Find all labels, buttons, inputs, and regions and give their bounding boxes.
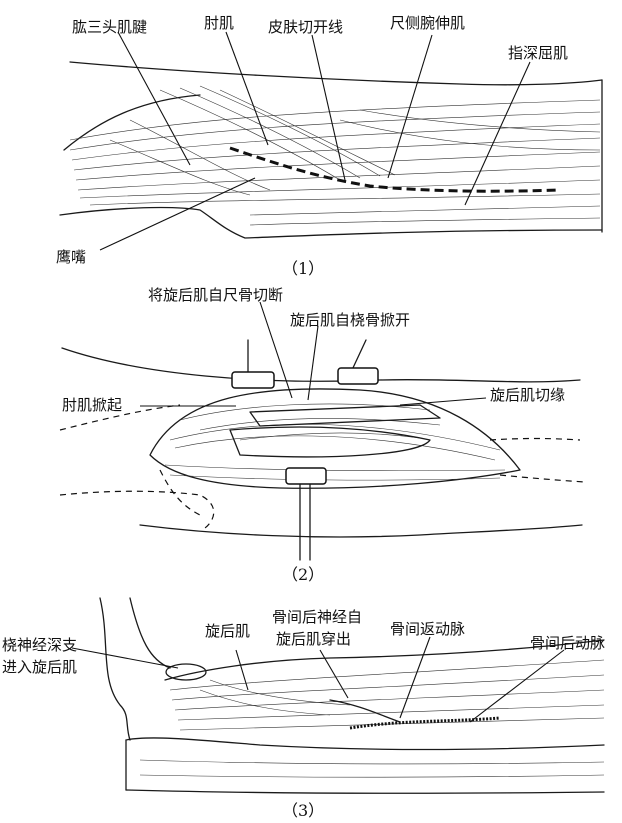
caption-panel-3: （3）	[282, 801, 324, 820]
retractor-right	[337, 339, 379, 385]
retractor-left	[231, 339, 275, 389]
label-supinator-cut-edge: 旋后肌切缘	[490, 386, 565, 404]
deep-structures	[164, 403, 506, 481]
label-anconeus: 肘肌	[204, 14, 234, 32]
label-supinator-cut-ulna: 将旋后肌自尺骨切断	[148, 286, 283, 304]
label-supinator-retract-radius: 旋后肌自桡骨掀开	[290, 311, 410, 329]
label-pin-line2: 旋后肌穿出	[276, 630, 351, 648]
posterior-interosseous-artery	[349, 716, 501, 730]
forearm-fibers-3	[139, 659, 605, 778]
caption-panel-2: （2）	[282, 565, 324, 584]
label-posterior-artery: 骨间后动脉	[530, 634, 605, 652]
label-supinator: 旋后肌	[205, 622, 250, 640]
panel-1-forearm-muscles: 肱三头肌腱 肘肌 皮肤切开线 尺侧腕伸肌 指深屈肌 鹰嘴 （1）	[56, 14, 603, 278]
posterior-interosseous-nerve	[329, 699, 401, 723]
panel-2-supinator-exposure: 将旋后肌自尺骨切断 旋后肌自桡骨掀开 肘肌掀起 旋后肌切缘 （2）	[59, 286, 586, 584]
label-deep-radial-nerve-line2: 进入旋后肌	[2, 658, 77, 676]
wound-edge	[149, 388, 521, 489]
label-olecranon: 鹰嘴	[56, 248, 86, 266]
label-deep-radial-nerve-line1: 桡神经深支	[2, 636, 77, 654]
skin-incision-line	[229, 146, 561, 193]
label-pin-line1: 骨间后神经自	[272, 608, 362, 626]
label-anconeus-lifted: 肘肌掀起	[62, 396, 122, 414]
label-ecu: 尺侧腕伸肌	[390, 14, 465, 32]
caption-panel-1: （1）	[282, 259, 324, 278]
muscle-fibers-1	[69, 85, 601, 226]
label-fdp: 指深屈肌	[508, 44, 568, 62]
retractor-bottom	[285, 467, 327, 561]
label-skin-incision: 皮肤切开线	[268, 18, 343, 36]
panel-3-interosseous-nerve: 桡神经深支 进入旋后肌 旋后肌 骨间后神经自 旋后肌穿出 骨间返动脉 骨间后动脉…	[2, 597, 605, 820]
label-triceps-tendon: 肱三头肌腱	[72, 18, 147, 36]
label-recurrent-artery: 骨间返动脉	[390, 620, 465, 638]
